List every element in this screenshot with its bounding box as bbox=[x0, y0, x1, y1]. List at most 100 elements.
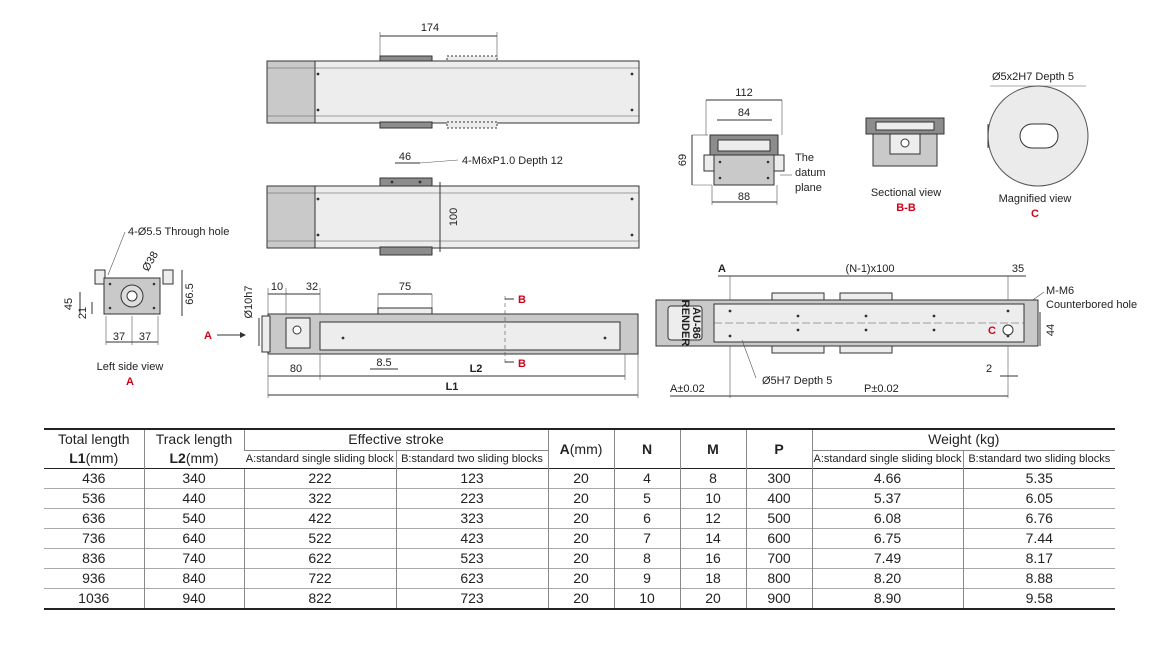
header-n: N bbox=[613, 428, 681, 469]
table-cell: 623 bbox=[395, 568, 549, 589]
table-cell: 6 bbox=[613, 508, 681, 529]
table-cell: 10 bbox=[613, 588, 681, 610]
header-total-length: Total length L1(mm) bbox=[44, 428, 144, 469]
dowel-hole-note: Ø5H7 Depth 5 bbox=[762, 375, 832, 387]
top-view: 174 bbox=[266, 22, 640, 129]
table-cell: 323 bbox=[395, 508, 549, 529]
dim-80: 80 bbox=[290, 363, 302, 375]
dim-21: 21 bbox=[77, 307, 89, 319]
table-cell: 8.17 bbox=[962, 548, 1116, 569]
table-cell: 20 bbox=[547, 508, 615, 529]
brand-render: RENDER bbox=[679, 300, 691, 347]
table-cell: 940 bbox=[143, 588, 244, 610]
header-stroke-a: A:standard single sliding block bbox=[244, 449, 396, 469]
dim-45: 45 bbox=[63, 298, 75, 310]
table-cell: 8 bbox=[613, 548, 681, 569]
table-cell: 20 bbox=[547, 528, 615, 549]
dim-174: 174 bbox=[421, 22, 439, 34]
table-cell: 9.58 bbox=[962, 588, 1116, 610]
header-stroke-b: B:standard two sliding blocks bbox=[395, 449, 549, 469]
datum-text-2: datum bbox=[795, 167, 826, 179]
table-cell: 640 bbox=[143, 528, 244, 549]
table-cell: 223 bbox=[395, 488, 549, 509]
table-cell: 8.88 bbox=[962, 568, 1116, 589]
table-cell: 900 bbox=[745, 588, 813, 610]
table-cell: 12 bbox=[679, 508, 747, 529]
p-tolerance: P±0.02 bbox=[864, 383, 899, 395]
dim-66-5: 66.5 bbox=[184, 283, 196, 304]
technical-drawing: 174 46 4-M6xP1.0 Depth 12 100 112 84 bbox=[63, 22, 1137, 398]
dim-84: 84 bbox=[738, 107, 750, 119]
header-weight-b: B:standard two sliding blocks bbox=[962, 449, 1116, 469]
dim-75: 75 bbox=[399, 281, 411, 293]
dim-l2: L2 bbox=[470, 363, 483, 375]
plan-tag-a: A bbox=[718, 263, 726, 275]
magnified-label: Magnified view bbox=[999, 193, 1072, 205]
datum-text-1: The bbox=[795, 152, 814, 164]
table-cell: 10 bbox=[679, 488, 747, 509]
sectional-view: Sectional view B-B bbox=[865, 117, 945, 214]
table-cell: 523 bbox=[395, 548, 549, 569]
table-cell: 700 bbox=[745, 548, 813, 569]
dim-37-left: 37 bbox=[113, 331, 125, 343]
table-cell: 936 bbox=[44, 568, 144, 589]
table-cell: 8 bbox=[679, 468, 747, 489]
table-cell: 7.44 bbox=[962, 528, 1116, 549]
table-cell: 500 bbox=[745, 508, 813, 529]
m-note-1: M-M6 bbox=[1046, 285, 1074, 297]
table-cell: 400 bbox=[745, 488, 813, 509]
dim-2: 2 bbox=[986, 363, 992, 375]
dim-88: 88 bbox=[738, 191, 750, 203]
table-cell: 736 bbox=[44, 528, 144, 549]
table-cell: 723 bbox=[395, 588, 549, 610]
table-cell: 440 bbox=[143, 488, 244, 509]
dim-phi10: Ø10h7 bbox=[243, 285, 255, 318]
table-cell: 7.49 bbox=[811, 548, 964, 569]
table-cell: 300 bbox=[745, 468, 813, 489]
dim-32: 32 bbox=[306, 281, 318, 293]
dim-100: 100 bbox=[448, 208, 460, 226]
table-cell: 8.90 bbox=[811, 588, 964, 610]
header-effective-stroke: Effective stroke bbox=[243, 427, 549, 451]
through-hole-note: 4-Ø5.5 Through hole bbox=[128, 226, 229, 238]
table-cell: 722 bbox=[243, 568, 396, 589]
table-cell: 5.37 bbox=[811, 488, 964, 509]
section-tag: B-B bbox=[896, 202, 916, 214]
header-p: P bbox=[745, 428, 813, 469]
left-side-view: 4-Ø5.5 Through hole Ø38 45 21 66.5 37 37… bbox=[63, 226, 229, 388]
table-cell: 6.76 bbox=[962, 508, 1116, 529]
dim-8-5: 8.5 bbox=[376, 357, 391, 369]
dim-38: Ø38 bbox=[140, 249, 161, 273]
table-cell: 18 bbox=[679, 568, 747, 589]
table-cell: 422 bbox=[243, 508, 396, 529]
dim-37-right: 37 bbox=[139, 331, 151, 343]
magnified-view: Ø5x2H7 Depth 5 Magnified view C bbox=[987, 71, 1089, 220]
dim-l1: L1 bbox=[446, 381, 459, 393]
table-cell: 222 bbox=[243, 468, 396, 489]
datum-text-3: plane bbox=[795, 182, 822, 194]
dim-35: 35 bbox=[1012, 263, 1024, 275]
dim-46: 46 bbox=[399, 151, 411, 163]
header-a: A(mm) bbox=[547, 428, 615, 469]
dim-69: 69 bbox=[677, 154, 689, 166]
dim-112: 112 bbox=[735, 87, 753, 99]
table-cell: 20 bbox=[547, 468, 615, 489]
cut-b-bottom: B bbox=[518, 358, 526, 370]
table-cell: 5.35 bbox=[962, 468, 1116, 489]
magnified-note: Ø5x2H7 Depth 5 bbox=[992, 71, 1074, 83]
table-cell: 20 bbox=[547, 548, 615, 569]
table-cell: 16 bbox=[679, 548, 747, 569]
magnified-tag: C bbox=[1031, 208, 1039, 220]
view-arrow-a: A bbox=[204, 330, 212, 342]
header-track-length: Track length L2(mm) bbox=[143, 428, 244, 469]
header-weight-a: A:standard single sliding block bbox=[811, 449, 964, 469]
spec-table: Total length L1(mm) Track length L2(mm) … bbox=[44, 427, 1116, 610]
table-cell: 20 bbox=[547, 568, 615, 589]
plan-view: A (N-1)x100 35 M-M6 Counterbored hole RE… bbox=[655, 263, 1137, 398]
table-cell: 822 bbox=[243, 588, 396, 610]
